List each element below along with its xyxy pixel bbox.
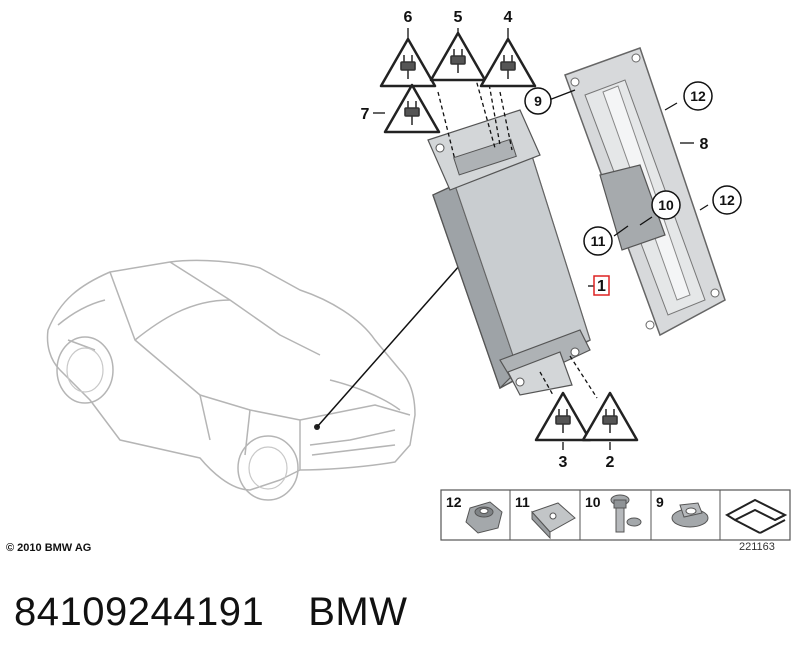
svg-text:9: 9: [656, 494, 664, 510]
circle-label-9: 9: [524, 87, 552, 115]
svg-text:10: 10: [658, 197, 674, 213]
circle-label-12-right: 12: [712, 185, 742, 215]
callout-5: 5: [429, 9, 487, 82]
legend-item-direction-arrow: [725, 498, 788, 534]
circle-label-12-top: 12: [683, 81, 713, 111]
svg-text:5: 5: [454, 9, 463, 26]
leader-car-to-module: [316, 264, 461, 428]
callout-4: 4: [479, 9, 537, 88]
svg-text:12: 12: [446, 494, 462, 510]
callout-2: 2: [581, 391, 639, 471]
circle-label-10: 10: [651, 190, 681, 220]
part-number: 84109244191: [14, 590, 265, 634]
callout-7: 7: [361, 83, 441, 134]
car-wheel-front: [56, 336, 114, 404]
mounting-bracket: [564, 47, 726, 337]
svg-text:3: 3: [559, 454, 568, 471]
legend-item-11-clip: 11: [515, 494, 576, 540]
callout-6: 6: [379, 9, 437, 88]
svg-text:12: 12: [719, 192, 735, 208]
part-1-label: 1: [593, 275, 610, 296]
legend-item-10-screw: 10: [585, 494, 642, 533]
diagram-number: 221163: [739, 541, 775, 553]
car-wheel-rear: [237, 435, 299, 501]
copyright-text: © 2010 BMW AG: [6, 542, 92, 554]
part-8-label: 8: [700, 136, 709, 153]
svg-text:7: 7: [361, 106, 370, 123]
svg-text:4: 4: [504, 9, 513, 26]
footer: 84109244191 BMW: [14, 590, 407, 635]
svg-text:1: 1: [597, 278, 606, 295]
svg-text:9: 9: [534, 93, 542, 109]
legend-item-9-flange-nut: 9: [656, 494, 709, 528]
svg-text:6: 6: [404, 9, 413, 26]
parts-legend: 12 11 10 9: [440, 489, 791, 541]
callout-3: 3: [534, 391, 592, 471]
legend-item-12-nut: 12: [446, 494, 503, 534]
svg-text:12: 12: [690, 88, 706, 104]
svg-text:10: 10: [585, 494, 601, 510]
circle-label-11: 11: [583, 226, 613, 256]
car-outline: [46, 259, 416, 491]
svg-text:11: 11: [515, 494, 530, 510]
brand-name: BMW: [308, 590, 408, 634]
svg-text:11: 11: [591, 233, 606, 249]
control-module: [427, 109, 591, 396]
svg-text:2: 2: [606, 454, 615, 471]
